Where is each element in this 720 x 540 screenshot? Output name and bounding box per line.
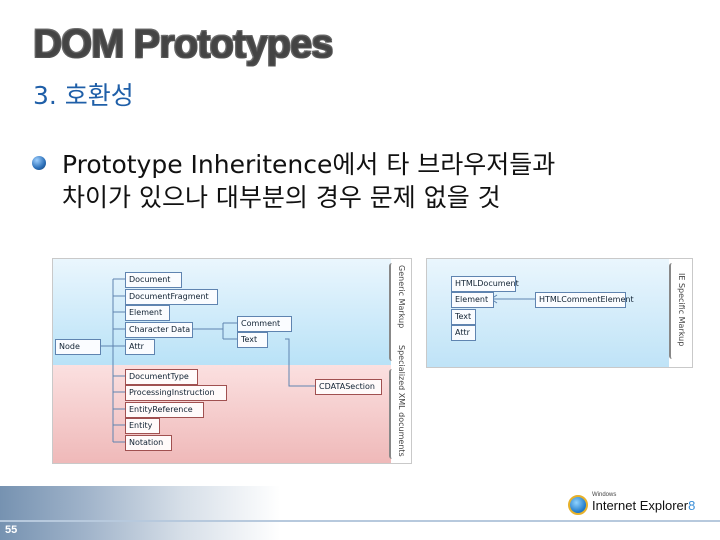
text-box: Text	[237, 332, 268, 348]
generic-markup-label: Generic Markup	[397, 265, 406, 329]
diagram-connectors	[101, 278, 315, 443]
ie-e-icon	[568, 495, 588, 515]
processing-instruction-box: ProcessingInstruction	[125, 385, 227, 401]
ie-specific-diagram: HTMLDocument Element Text Attr HTMLComme…	[426, 258, 693, 368]
entity-box: Entity	[125, 418, 160, 434]
ie-product-name: Internet Explorer8	[592, 498, 695, 513]
attr-box: Attr	[125, 339, 155, 355]
bullet-icon	[32, 156, 46, 170]
ie-name-text: Internet Explorer	[592, 498, 689, 513]
document-type-box: DocumentType	[125, 369, 198, 385]
bullet-line-2: 차이가 있으나 대부분의 경우 문제 없을 것	[62, 183, 501, 212]
notation-box: Notation	[125, 435, 172, 451]
generic-brace	[389, 263, 395, 361]
character-data-box: Character Data	[125, 322, 193, 338]
dom-hierarchy-diagram: Node Document DocumentFragment Element C…	[52, 258, 412, 464]
specialized-xml-label: Specialized XML documents	[397, 345, 406, 457]
bullet-line-1: Prototype Inheritence에서 타 브라우저들과	[62, 150, 556, 179]
document-fragment-box: DocumentFragment	[125, 289, 218, 305]
slide-title: DOM Prototypes	[33, 22, 333, 66]
comment-box: Comment	[237, 316, 292, 332]
node-box: Node	[55, 339, 101, 355]
html-comment-element-box: HTMLCommentElement	[535, 292, 634, 308]
cdata-section-box: CDATASection	[315, 379, 382, 395]
specialized-brace	[389, 369, 395, 459]
ie-version: 8	[688, 498, 696, 513]
html-document-box: HTMLDocument	[451, 276, 519, 292]
footer-photo-strip	[0, 486, 280, 540]
ie8-logo: Windows Internet Explorer8	[568, 492, 710, 518]
element-box: Element	[125, 305, 170, 321]
generic-markup-band	[53, 259, 391, 365]
text-box-ie: Text	[451, 309, 476, 325]
ie-specific-label: IE Specific Markup	[677, 273, 686, 347]
entity-reference-box: EntityReference	[125, 402, 204, 418]
footer-divider	[0, 520, 720, 522]
attr-box-ie: Attr	[451, 325, 476, 341]
ie-brace	[669, 263, 675, 359]
ie-windows-label: Windows	[592, 492, 617, 498]
page-number: 55	[5, 524, 18, 536]
element-box-ie: Element	[451, 292, 494, 308]
bullet-text: Prototype Inheritence에서 타 브라우저들과 차이가 있으나…	[62, 148, 702, 214]
slide-subtitle: 3. 호환성	[33, 81, 134, 110]
document-box: Document	[125, 272, 182, 288]
